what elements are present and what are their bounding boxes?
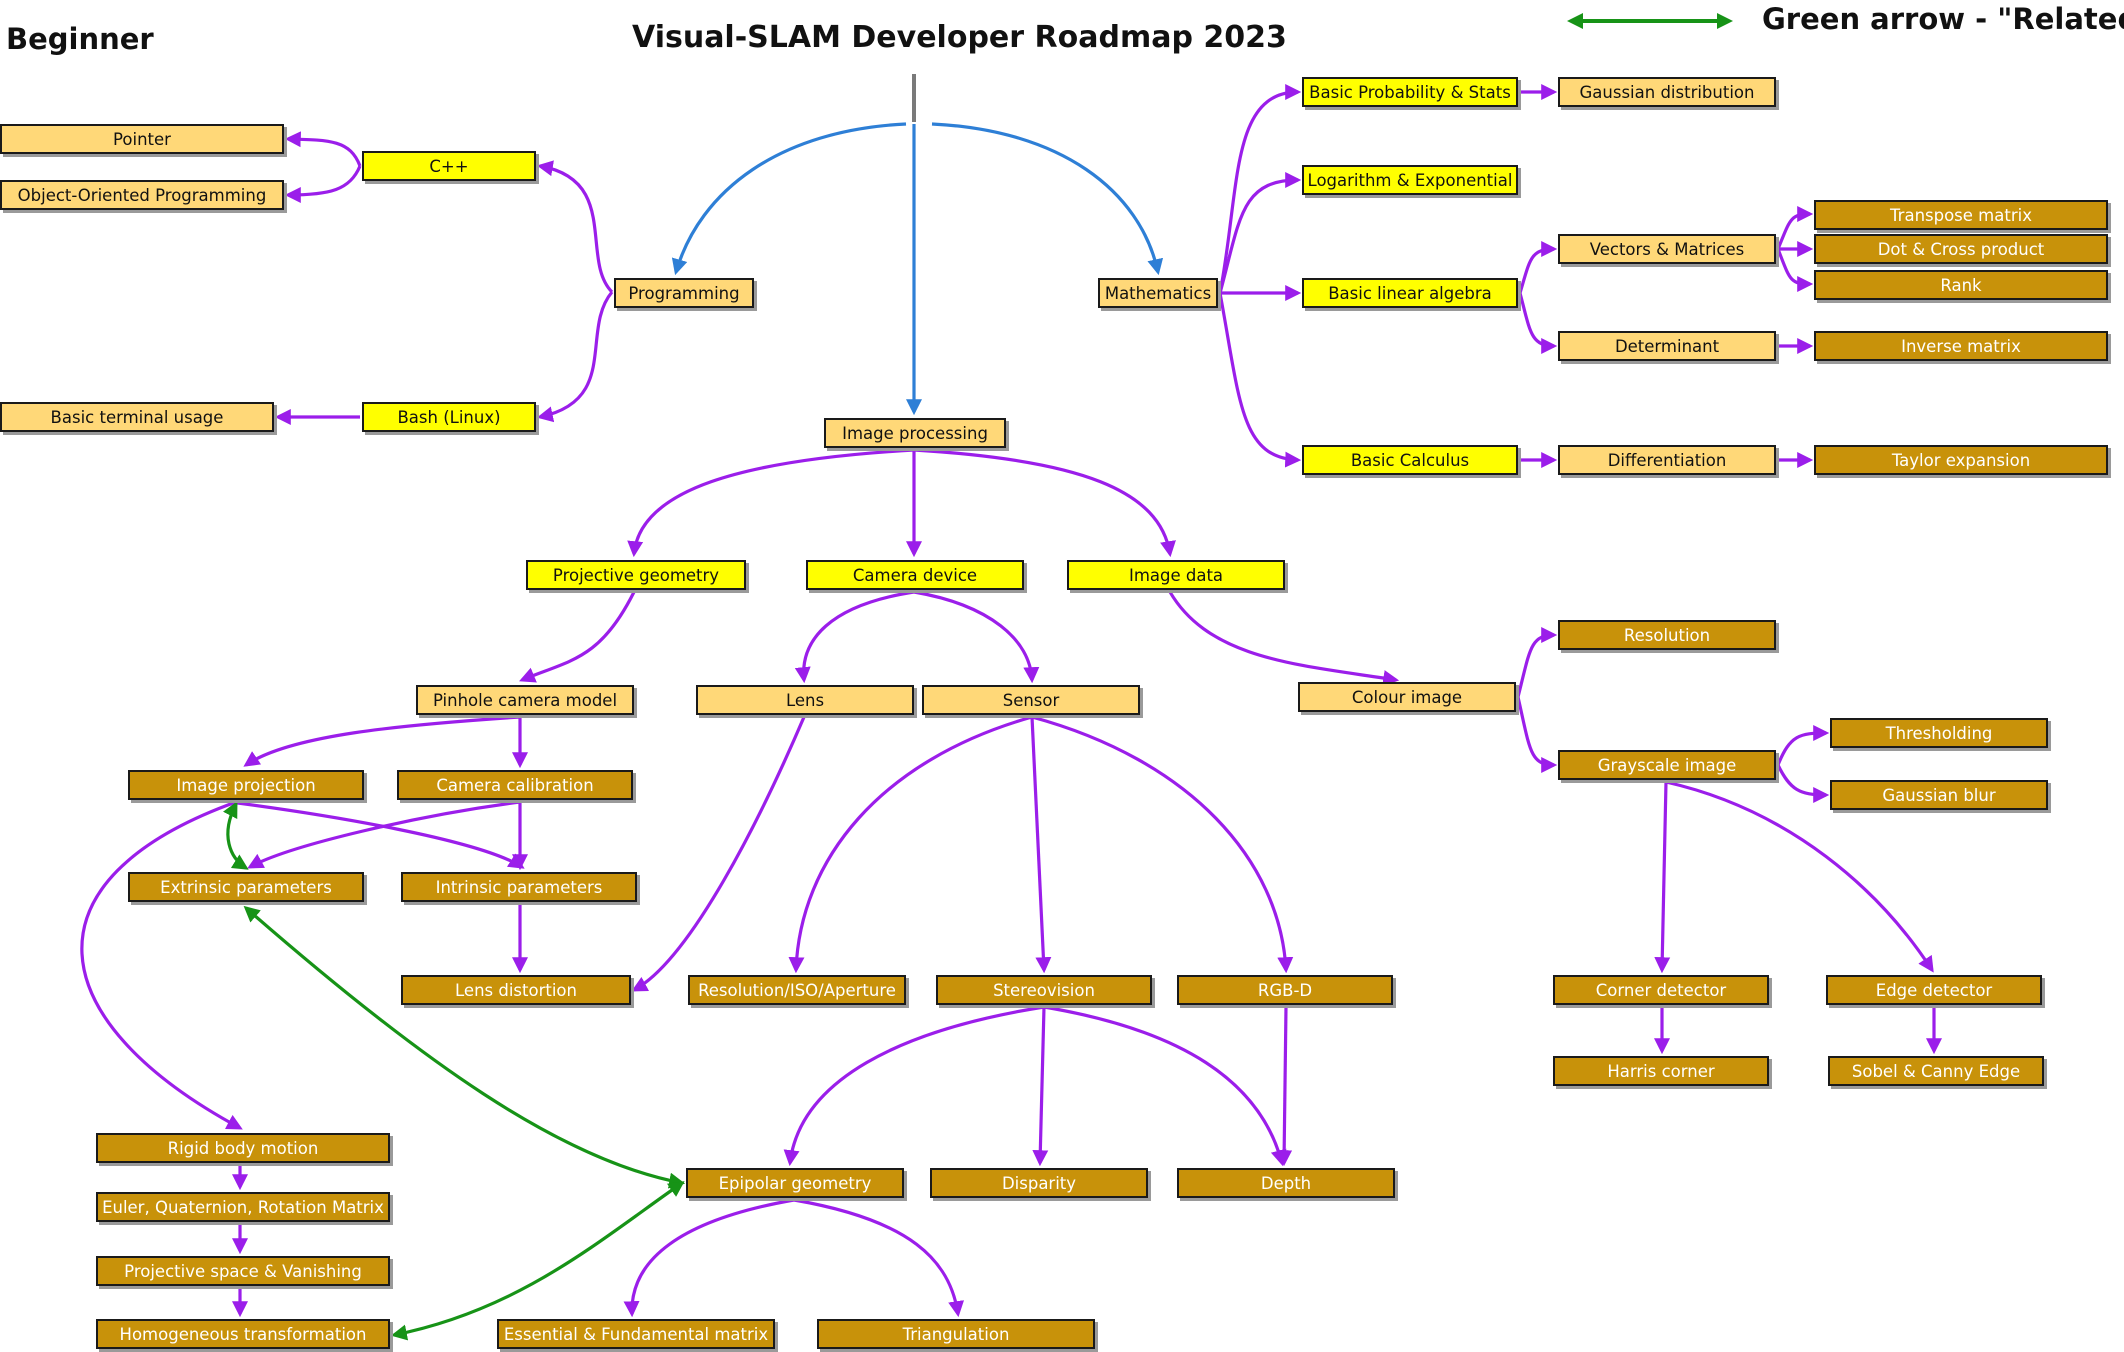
edge-rgbd-depth bbox=[1276, 1006, 1293, 1167]
edge-epipolar-triangulation bbox=[793, 1198, 965, 1318]
node-triangulation[interactable]: Triangulation bbox=[817, 1319, 1095, 1349]
edge-grayscale-edge bbox=[1665, 780, 1934, 973]
edge-root-programming bbox=[671, 122, 907, 276]
edge-epipolar-essential bbox=[623, 1198, 795, 1318]
edge-camera-lens bbox=[794, 590, 915, 684]
node-determinant[interactable]: Determinant bbox=[1558, 331, 1776, 361]
edge-image-projection-rigid-body bbox=[80, 800, 243, 1130]
node-intrinsic[interactable]: Intrinsic parameters bbox=[401, 872, 637, 902]
node-inverse[interactable]: Inverse matrix bbox=[1814, 331, 2108, 361]
node-programming[interactable]: Programming bbox=[614, 278, 754, 308]
node-thresholding[interactable]: Thresholding bbox=[1830, 718, 2048, 748]
node-grayscale[interactable]: Grayscale image bbox=[1558, 750, 1776, 780]
node-gaussian-blur[interactable]: Gaussian blur bbox=[1830, 780, 2048, 810]
node-stereovision[interactable]: Stereovision bbox=[936, 975, 1152, 1005]
node-sobel-canny[interactable]: Sobel & Canny Edge bbox=[1828, 1056, 2044, 1086]
node-calculus[interactable]: Basic Calculus bbox=[1302, 445, 1518, 475]
node-oop[interactable]: Object-Oriented Programming bbox=[0, 180, 284, 210]
edge-related-projection-extrinsic bbox=[223, 801, 249, 870]
edge-lens-lens-distortion bbox=[631, 716, 806, 992]
node-depth[interactable]: Depth bbox=[1177, 1168, 1395, 1198]
level-label: Beginner bbox=[6, 22, 154, 56]
node-projective-geometry[interactable]: Projective geometry bbox=[526, 560, 746, 590]
edge-imgproc-projective bbox=[627, 448, 915, 558]
node-pinhole[interactable]: Pinhole camera model bbox=[416, 685, 634, 715]
node-image-processing[interactable]: Image processing bbox=[824, 418, 1006, 448]
legend-green-arrow-icon bbox=[1567, 13, 1733, 29]
edge-math-logarithm bbox=[1218, 172, 1302, 294]
node-linear-algebra[interactable]: Basic linear algebra bbox=[1302, 278, 1518, 308]
node-rank[interactable]: Rank bbox=[1814, 270, 2108, 300]
node-dot-cross[interactable]: Dot & Cross product bbox=[1814, 234, 2108, 264]
node-colour-image[interactable]: Colour image bbox=[1298, 682, 1516, 712]
edge-grayscale-corner bbox=[1654, 781, 1671, 974]
edge-programming-bash bbox=[536, 290, 614, 423]
node-resolution[interactable]: Resolution bbox=[1558, 620, 1776, 650]
node-image-projection[interactable]: Image projection bbox=[128, 770, 364, 800]
edge-stereovision-disparity bbox=[1032, 1006, 1049, 1167]
edge-sensor-res-iso bbox=[788, 715, 1033, 974]
node-lens[interactable]: Lens bbox=[696, 685, 914, 715]
page-title: Visual-SLAM Developer Roadmap 2023 bbox=[632, 20, 1287, 55]
node-edge-detector[interactable]: Edge detector bbox=[1826, 975, 2042, 1005]
node-pointer[interactable]: Pointer bbox=[0, 124, 284, 154]
node-res-iso-aperture[interactable]: Resolution/ISO/Aperture bbox=[688, 975, 906, 1005]
node-probability[interactable]: Basic Probability & Stats bbox=[1302, 77, 1518, 107]
edge-vectors-rank bbox=[1776, 248, 1814, 292]
edge-imgproc-imagedata bbox=[913, 448, 1176, 558]
node-camera-calibration[interactable]: Camera calibration bbox=[397, 770, 633, 800]
node-rigid-body[interactable]: Rigid body motion bbox=[96, 1133, 390, 1163]
node-homogeneous[interactable]: Homogeneous transformation bbox=[96, 1319, 390, 1349]
edge-camera-calibration-extrinsic bbox=[247, 800, 521, 869]
legend-label: Green arrow - "Related" bbox=[1762, 2, 2124, 36]
edge-stereovision-epipolar bbox=[783, 1005, 1045, 1167]
edge-colour-resolution bbox=[1516, 627, 1558, 698]
node-corner-detector[interactable]: Corner detector bbox=[1553, 975, 1769, 1005]
edge-sensor-rgbd bbox=[1031, 715, 1294, 974]
node-epipolar[interactable]: Epipolar geometry bbox=[686, 1168, 904, 1198]
edge-grayscale-thresholding bbox=[1776, 725, 1830, 766]
node-cpp[interactable]: C++ bbox=[362, 151, 536, 181]
edge-grayscale-gaussian-blur bbox=[1776, 764, 1830, 803]
node-image-data[interactable]: Image data bbox=[1067, 560, 1285, 590]
node-vectors-matrices[interactable]: Vectors & Matrices bbox=[1558, 234, 1776, 264]
edge-stereovision-depth bbox=[1043, 1005, 1287, 1167]
edge-image-projection-intrinsic bbox=[229, 800, 525, 869]
edge-root-mathematics bbox=[931, 122, 1164, 276]
node-logarithm[interactable]: Logarithm & Exponential bbox=[1302, 165, 1518, 195]
node-bash[interactable]: Bash (Linux) bbox=[362, 402, 536, 432]
node-disparity[interactable]: Disparity bbox=[930, 1168, 1148, 1198]
edge-cpp-pointer bbox=[284, 131, 362, 167]
edge-math-calculus bbox=[1218, 292, 1302, 468]
edge-related-homogeneous-epipolar bbox=[390, 1181, 685, 1341]
edge-projective-pinhole bbox=[519, 591, 636, 683]
node-transpose[interactable]: Transpose matrix bbox=[1814, 200, 2108, 230]
edge-linear-determinant bbox=[1518, 292, 1558, 354]
node-gaussian-distribution[interactable]: Gaussian distribution bbox=[1558, 77, 1776, 107]
node-sensor[interactable]: Sensor bbox=[922, 685, 1140, 715]
node-rgbd[interactable]: RGB-D bbox=[1177, 975, 1393, 1005]
edge-imagedata-colour bbox=[1168, 591, 1400, 686]
node-mathematics[interactable]: Mathematics bbox=[1098, 278, 1218, 308]
node-harris[interactable]: Harris corner bbox=[1553, 1056, 1769, 1086]
edge-camera-sensor bbox=[913, 590, 1040, 684]
edge-pinhole-image-projection bbox=[243, 715, 521, 767]
edge-programming-cpp bbox=[536, 160, 614, 294]
edge-cpp-oop bbox=[284, 165, 362, 203]
node-taylor[interactable]: Taylor expansion bbox=[1814, 445, 2108, 475]
node-extrinsic[interactable]: Extrinsic parameters bbox=[128, 872, 364, 902]
edge-math-probability bbox=[1218, 84, 1302, 294]
edge-sensor-stereovision bbox=[1030, 716, 1052, 974]
node-camera-device[interactable]: Camera device bbox=[806, 560, 1024, 590]
node-differentiation[interactable]: Differentiation bbox=[1558, 445, 1776, 475]
node-terminal[interactable]: Basic terminal usage bbox=[0, 402, 274, 432]
node-euler[interactable]: Euler, Quaternion, Rotation Matrix bbox=[96, 1192, 390, 1222]
node-essential[interactable]: Essential & Fundamental matrix bbox=[497, 1319, 775, 1349]
edge-vectors-transpose bbox=[1776, 206, 1814, 250]
edge-colour-grayscale bbox=[1516, 696, 1558, 773]
node-lens-distortion[interactable]: Lens distortion bbox=[401, 975, 631, 1005]
edge-linear-vectors bbox=[1518, 241, 1558, 294]
node-projective-space[interactable]: Projective space & Vanishing bbox=[96, 1256, 390, 1286]
